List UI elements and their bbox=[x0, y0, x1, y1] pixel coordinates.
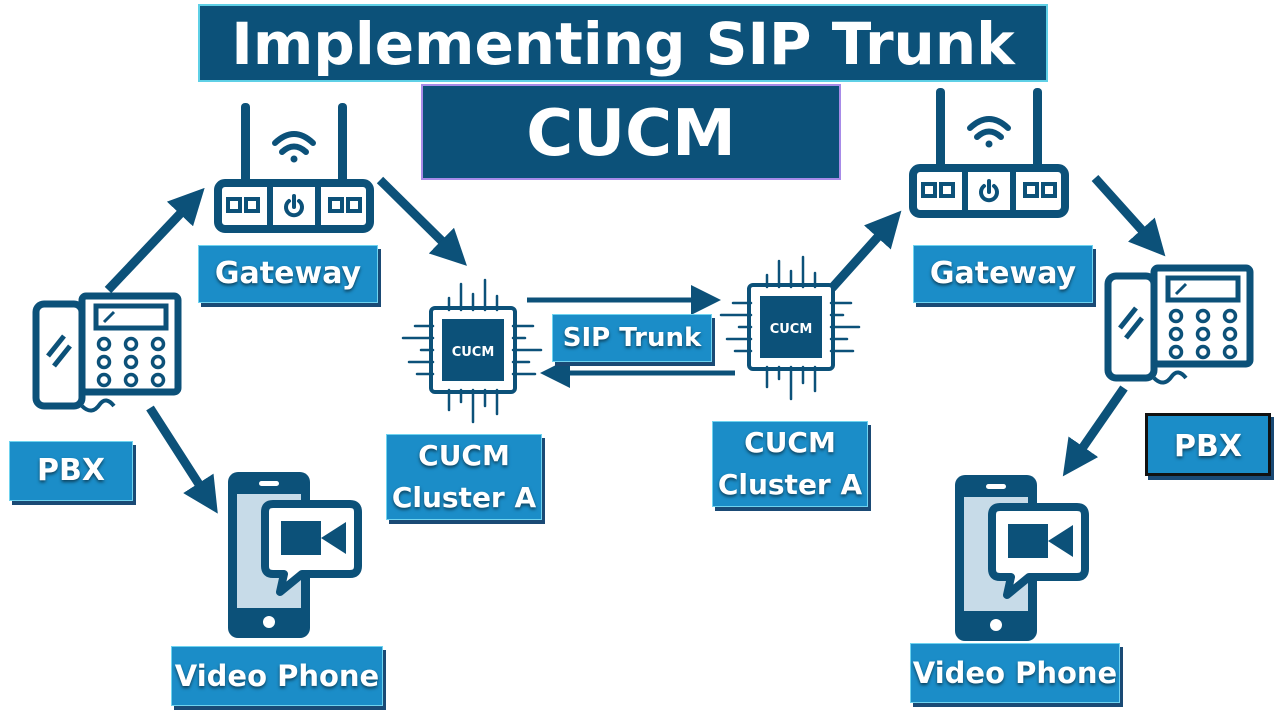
cucm-chip-icon-left: CUCM bbox=[401, 278, 543, 424]
arrow-cucm-to-gateway bbox=[828, 210, 902, 292]
cucm-cluster-label-line1: CUCM bbox=[744, 426, 836, 459]
arrow-pbx-to-videophone bbox=[146, 405, 218, 514]
arrow-pbx-to-videophone bbox=[1062, 385, 1128, 477]
router-icon bbox=[913, 88, 1065, 214]
page-subtitle: CUCM bbox=[421, 84, 841, 180]
cucm-cluster-label-right: CUCM Cluster A bbox=[712, 421, 868, 507]
cucm-cluster-label-line2: Cluster A bbox=[391, 481, 537, 514]
cucm-chip-icon-right: CUCM bbox=[719, 255, 861, 401]
cucm-cluster-label-line2: Cluster A bbox=[717, 468, 863, 501]
desk-phone-icon bbox=[36, 296, 178, 411]
sip-trunk-label: SIP Trunk bbox=[552, 314, 712, 362]
cucm-cluster-label-line1: CUCM bbox=[418, 439, 510, 472]
video-phone-icon bbox=[955, 475, 1085, 641]
router-icon bbox=[218, 103, 370, 229]
chip-label: CUCM bbox=[452, 345, 495, 360]
gateway-label-left: Gateway bbox=[198, 245, 378, 303]
pbx-label-right: PBX bbox=[1145, 413, 1271, 476]
video-phone-icon bbox=[228, 472, 358, 638]
desk-phone-icon bbox=[1108, 268, 1250, 383]
pbx-label-left: PBX bbox=[9, 441, 133, 501]
chip-label: CUCM bbox=[770, 322, 813, 337]
arrow-gateway-to-cucm bbox=[376, 176, 467, 266]
arrow-pbx-to-gateway bbox=[104, 187, 205, 294]
cucm-cluster-label-left: CUCM Cluster A bbox=[386, 434, 542, 520]
arrow-gateway-to-pbx bbox=[1091, 174, 1166, 257]
gateway-label-right: Gateway bbox=[913, 245, 1093, 303]
video-phone-label-right: Video Phone bbox=[910, 643, 1120, 703]
page-title: Implementing SIP Trunk bbox=[198, 4, 1048, 82]
video-phone-label-left: Video Phone bbox=[171, 646, 383, 706]
